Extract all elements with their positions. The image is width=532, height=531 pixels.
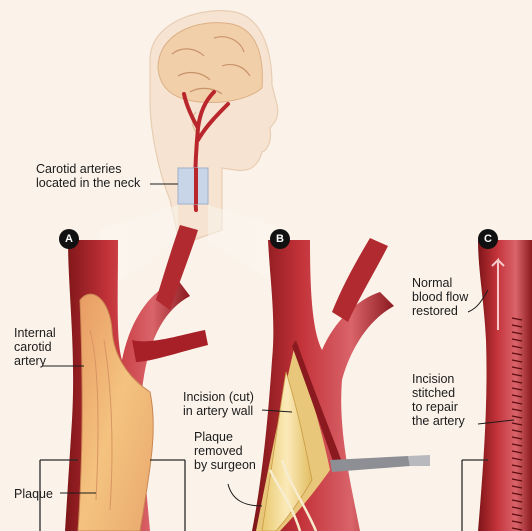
stitch-mark (511, 394, 523, 398)
label-plaque-removed: Plaque removed by surgeon (194, 430, 256, 472)
stitch-mark (511, 506, 523, 510)
stitch-mark (511, 345, 523, 349)
stitch-mark (511, 499, 523, 503)
stitch-mark (511, 387, 523, 391)
stitch-mark (511, 317, 523, 321)
stitch-mark (511, 471, 523, 475)
stitch-mark (511, 408, 523, 412)
stitch-mark (511, 359, 523, 363)
stitch-mark (511, 352, 523, 356)
panel-c-artery (461, 240, 532, 531)
label-normal-flow: Normal blood flow restored (412, 276, 469, 318)
stitch-mark (511, 513, 523, 517)
stitch-mark (511, 527, 523, 531)
stitch-mark (511, 464, 523, 468)
leader-lines (42, 183, 515, 507)
label-carotid-location: Carotid arteries located in the neck (36, 162, 141, 190)
stitch-mark (511, 366, 523, 370)
panel-a-artery (39, 225, 208, 531)
stitch-mark (511, 457, 523, 461)
step-badge-a: A (59, 229, 79, 249)
stitch-mark (511, 401, 523, 405)
panel-b-artery (252, 238, 430, 531)
stitch-marks (511, 317, 523, 531)
stitch-mark (511, 485, 523, 489)
stitch-mark (511, 338, 523, 342)
stitch-mark (511, 443, 523, 447)
stitch-mark (511, 373, 523, 377)
stitch-mark (511, 478, 523, 482)
step-badge-c: C (478, 229, 498, 249)
stitch-mark (511, 492, 523, 496)
stitch-mark (511, 415, 523, 419)
head-illustration (149, 10, 279, 246)
stitch-mark (511, 450, 523, 454)
stitch-mark (511, 429, 523, 433)
stitch-mark (511, 324, 523, 328)
stitch-mark (511, 422, 523, 426)
label-incision-stitched: Incision stitched to repair the artery (412, 372, 465, 428)
label-incision: Incision (cut) in artery wall (183, 390, 254, 418)
label-plaque: Plaque (14, 487, 53, 501)
step-badge-b: B (270, 229, 290, 249)
stitch-mark (511, 520, 523, 524)
stitch-mark (511, 436, 523, 440)
label-internal-carotid: Internal carotid artery (14, 326, 56, 368)
stitch-mark (511, 380, 523, 384)
stitch-mark (511, 331, 523, 335)
